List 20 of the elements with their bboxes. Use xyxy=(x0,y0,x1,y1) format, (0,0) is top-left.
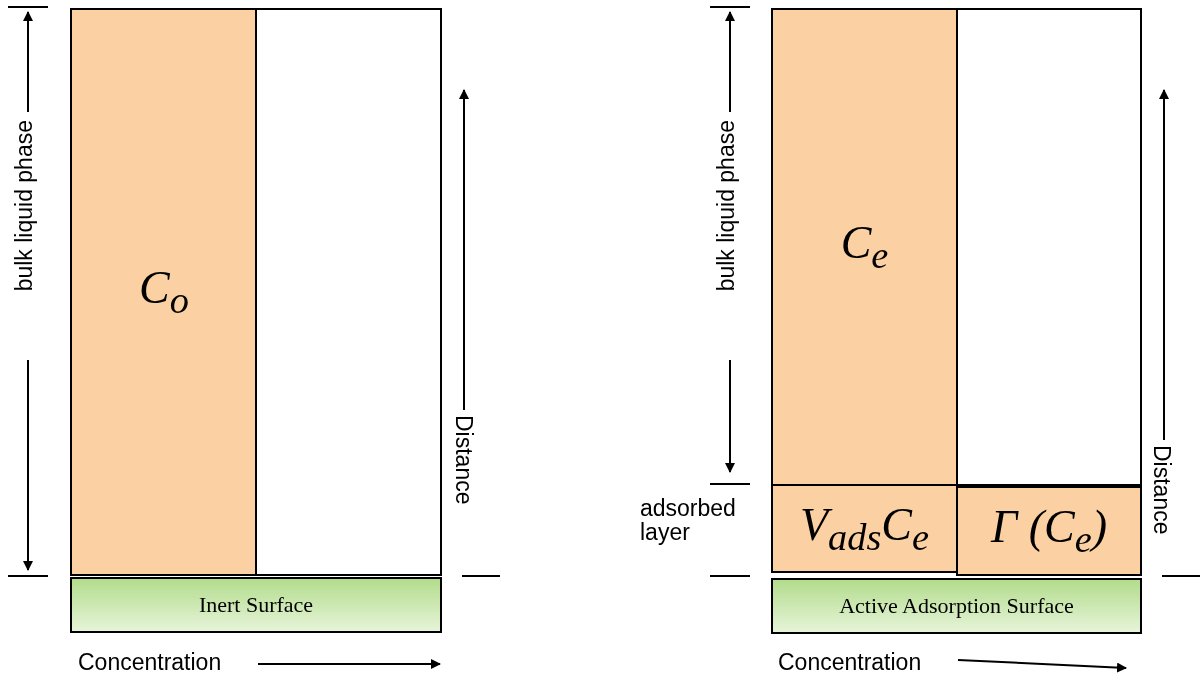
axis-label: Distance xyxy=(452,415,477,505)
axis-label: Concentration xyxy=(78,650,222,675)
adsorbed-layer-region xyxy=(771,484,958,573)
math-symbol: V$_{ads}$C$_{e}$ xyxy=(799,497,930,560)
dimension-label: adsorbed layer xyxy=(640,496,737,545)
empty-region xyxy=(255,8,442,576)
math-symbol: Γ (C$_{e}$) xyxy=(991,500,1107,562)
surface-bar xyxy=(70,577,442,633)
dimension-label: bulk liquid phase xyxy=(714,120,739,292)
surface-label: Active Adsorption Surface xyxy=(839,593,1074,619)
axis-label: Concentration xyxy=(778,650,922,675)
math-symbol: C$_{e}$ xyxy=(840,216,889,278)
surface-bar xyxy=(771,578,1142,634)
axis-label: Distance xyxy=(1150,445,1175,535)
surface-excess-region xyxy=(956,486,1142,576)
concentration-region xyxy=(771,8,958,486)
surface-label: Inert Surface xyxy=(198,592,314,618)
math-symbol: C$_{o}$ xyxy=(139,261,189,323)
concentration-region xyxy=(70,8,258,576)
dimension-label: bulk liquid phase xyxy=(12,120,37,292)
